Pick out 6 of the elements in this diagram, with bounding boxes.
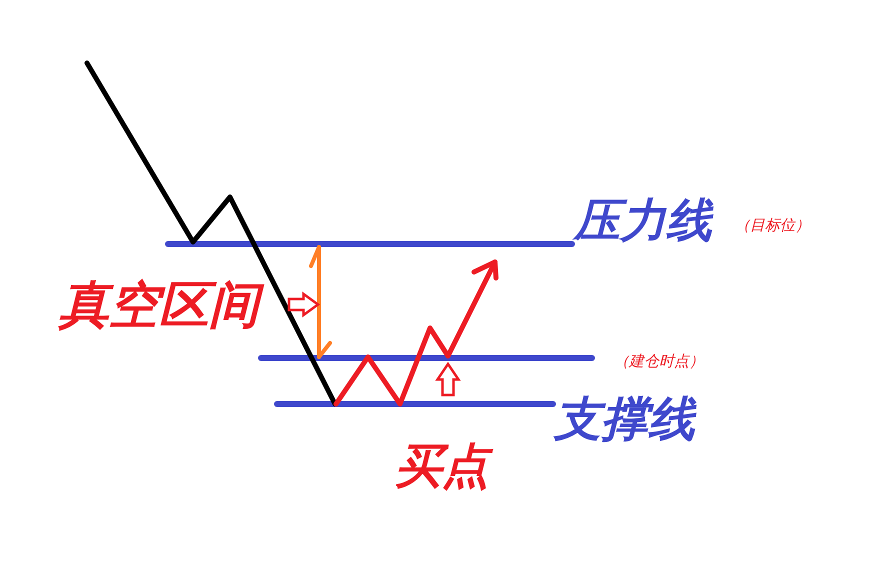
zone-label: 真空区间 [56,277,267,333]
line-label: 支撑线 [552,394,698,447]
point-label: 买点 [392,441,496,494]
note-text: （建仓时点） [613,353,705,370]
line-label: 压力线 [571,195,714,247]
note-text: （目标位） [734,217,811,234]
